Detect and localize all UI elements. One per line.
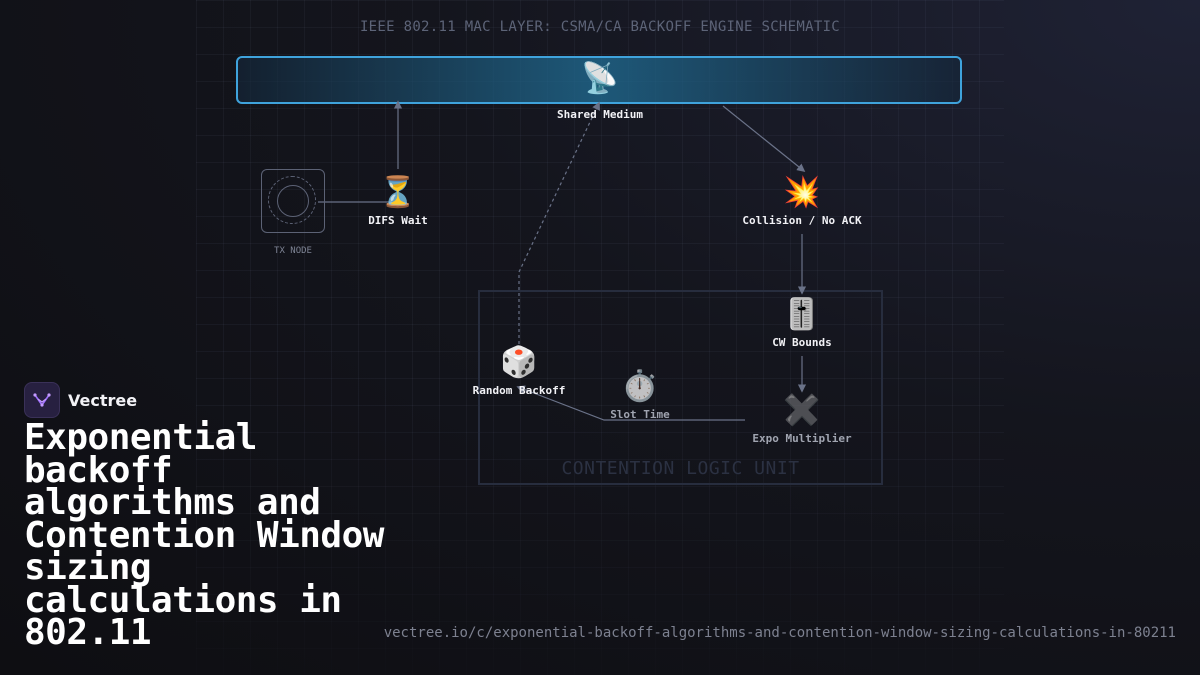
level-slider-icon: 🎚️ bbox=[783, 297, 821, 332]
shared-medium-label: Shared Medium bbox=[556, 108, 644, 121]
node-expo-multiplier: ✖️ Expo Multiplier bbox=[722, 393, 882, 446]
node-shared-medium: 📡 Shared Medium bbox=[520, 61, 680, 122]
page-url[interactable]: vectree.io/c/exponential-backoff-algorit… bbox=[383, 625, 1176, 641]
collision-label: Collision / No ACK bbox=[742, 214, 862, 227]
brand: Vectree bbox=[24, 382, 137, 418]
expo-multiplier-label: Expo Multiplier bbox=[752, 432, 852, 445]
edge-medium-to-collision bbox=[722, 105, 806, 173]
tx-node-label: TX NODE bbox=[274, 246, 312, 256]
edge-backoff-to-medium bbox=[518, 101, 600, 344]
difs-wait-label: DIFS Wait bbox=[368, 214, 428, 227]
tx-node-icon bbox=[261, 169, 325, 233]
contention-logic-unit-box bbox=[478, 290, 883, 485]
satellite-antenna-icon: 📡 bbox=[581, 61, 619, 96]
diagram-title: IEEE 802.11 MAC LAYER: CSMA/CA BACKOFF E… bbox=[359, 19, 841, 35]
collision-icon: 💥 bbox=[783, 175, 821, 210]
random-backoff-label: Random Backoff bbox=[472, 384, 566, 397]
node-collision: 💥 Collision / No ACK bbox=[722, 175, 882, 228]
node-difs-wait: ⏳ DIFS Wait bbox=[318, 175, 478, 228]
cw-bounds-label: CW Bounds bbox=[772, 336, 832, 349]
node-random-backoff: 🎲 Random Backoff bbox=[439, 345, 599, 398]
contention-logic-unit-label: CONTENTION LOGIC UNIT bbox=[561, 458, 800, 479]
edge-expo-to-backoff bbox=[516, 385, 745, 421]
hourglass-icon: ⏳ bbox=[379, 175, 417, 210]
multiply-icon: ✖️ bbox=[783, 393, 821, 428]
stopwatch-icon: ⏱️ bbox=[621, 369, 659, 404]
dice-icon: 🎲 bbox=[500, 345, 538, 380]
slot-time-label: Slot Time bbox=[610, 408, 670, 421]
vectree-logo-icon bbox=[24, 382, 60, 418]
grid-background bbox=[196, 0, 1004, 675]
tx-node-ring-outer bbox=[268, 176, 316, 224]
node-slot-time: ⏱️ Slot Time bbox=[560, 369, 720, 422]
tx-node-ring-inner bbox=[277, 185, 309, 217]
brand-name: Vectree bbox=[68, 390, 138, 410]
page-headline: Exponential backoff algorithms and Conte… bbox=[24, 417, 384, 653]
node-cw-bounds: 🎚️ CW Bounds bbox=[722, 297, 882, 350]
